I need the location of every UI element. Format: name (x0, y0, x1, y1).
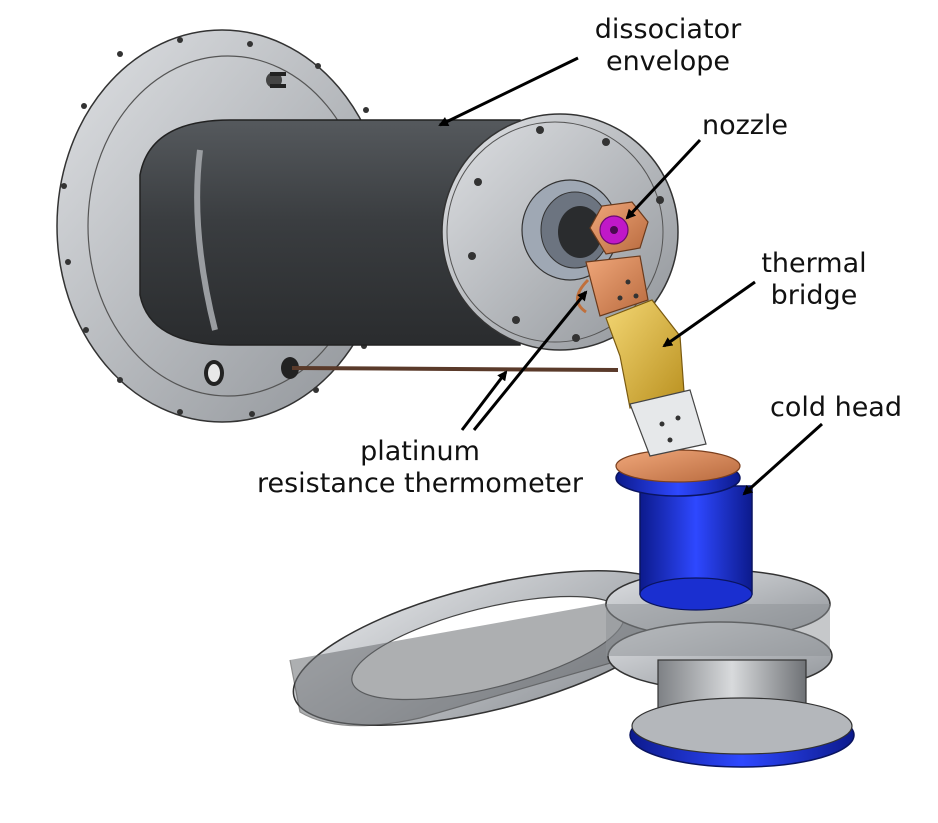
base-flange-left (289, 570, 691, 727)
label-platinum-line2: resistance thermometer (256, 468, 583, 499)
label-dissociator-line1: dissociator (594, 14, 742, 45)
label-thermal-line2: bridge (770, 280, 858, 311)
arrow-cold-head (742, 422, 824, 496)
label-dissociator-line2: envelope (605, 46, 731, 77)
label-dissociator-envelope: dissociator envelope (582, 14, 754, 78)
bottom-blue-flange (629, 697, 855, 768)
label-cold-head: cold head (770, 392, 902, 423)
dissociator-envelope-body (139, 119, 521, 346)
thermal-bridge (585, 255, 707, 457)
arrow-nozzle (625, 138, 702, 220)
label-platinum-thermometer: platinum resistance thermometer (250, 436, 590, 500)
label-thermal-line1: thermal (761, 248, 867, 279)
arrow-dissociator (438, 56, 579, 127)
arrow-thermal-bridge (662, 280, 756, 348)
arrow-platinum-to-wire (472, 290, 588, 431)
thermometer-rod (291, 366, 619, 372)
label-thermal-bridge: thermal bridge (746, 248, 882, 312)
arrow-platinum-to-rod (460, 370, 508, 431)
label-nozzle: nozzle (701, 110, 789, 141)
label-platinum-line1: platinum (360, 436, 480, 467)
